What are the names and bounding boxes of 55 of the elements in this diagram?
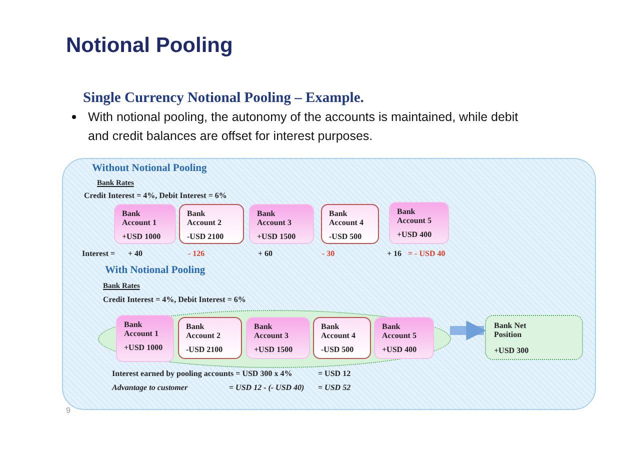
interest-value: - 30 [322,249,335,258]
net-position-box [485,315,583,360]
account-box [246,317,310,359]
account-box [114,204,176,244]
balance-amount: +USD 1000 [122,232,162,241]
account-box [374,317,434,359]
balance-amount: +USD 300 [494,346,530,355]
bullet-text: With notional pooling, the autonomy of the accounts is maintained, while debit and credit balances are offset for interest purposes. [88,109,520,145]
account-name: Bank Net Position [494,321,528,339]
balance-amount: +USD 400 [382,345,418,354]
subtitle: Single Currency Notional Pooling – Example. [83,90,364,107]
account-name: Bank Account 1 [122,209,158,227]
calculation-result: = USD 52 [318,383,351,392]
account-box [389,202,449,244]
account-box [313,317,371,359]
balance-amount: -USD 500 [321,345,355,354]
interest-value: + 16 [387,249,402,258]
balance-amount: +USD 1000 [124,343,164,352]
calculation-result: = USD 12 [318,369,351,378]
account-name: Bank Account 2 [186,322,222,340]
account-name: Bank Account 4 [321,322,356,340]
account-box [321,204,379,244]
interest-value: + 40 [128,249,143,258]
balance-amount: -USD 2100 [186,345,224,354]
interest-total: = - USD 40 [408,249,446,258]
account-name: Bank Account 3 [257,209,292,227]
balance-amount: -USD 500 [329,232,363,241]
rates-text: Credit Interest = 4%, Debit Interest = 6% [84,191,227,200]
section-heading: With Notional Pooling [105,265,206,276]
account-box [179,204,244,244]
block-arrow [450,320,486,340]
interest-label: Interest = [82,249,116,258]
account-box [249,204,314,244]
account-name: Bank Account 3 [254,322,290,340]
balance-amount: +USD 400 [397,230,433,239]
calculation-text: = USD 12 - (- USD 40) [229,383,304,392]
page-number: 9 [66,406,70,415]
section-heading: Without Notional Pooling [92,163,207,174]
account-name: Bank Account 4 [329,209,364,227]
account-name: Bank Account 1 [124,320,160,338]
calculation-text: Advantage to customer [112,383,188,392]
rates-text: Credit Interest = 4%, Debit Interest = 6% [103,295,246,304]
account-name: Bank Account 5 [382,322,418,340]
interest-value: + 60 [258,249,273,258]
balance-amount: -USD 2100 [187,232,225,241]
account-name: Bank Account 5 [397,207,432,225]
account-name: Bank Account 2 [187,209,222,227]
pool-ellipse [98,310,451,368]
account-box [116,315,174,362]
calculation-text: Interest earned by pooling accounts = USD 300 x 4% [112,369,292,378]
balance-amount: +USD 1500 [257,232,297,241]
account-box [178,317,242,359]
interest-value: - 126 [188,249,205,258]
balance-amount: +USD 1500 [254,345,294,354]
slide-title: Notional Pooling [66,34,233,58]
